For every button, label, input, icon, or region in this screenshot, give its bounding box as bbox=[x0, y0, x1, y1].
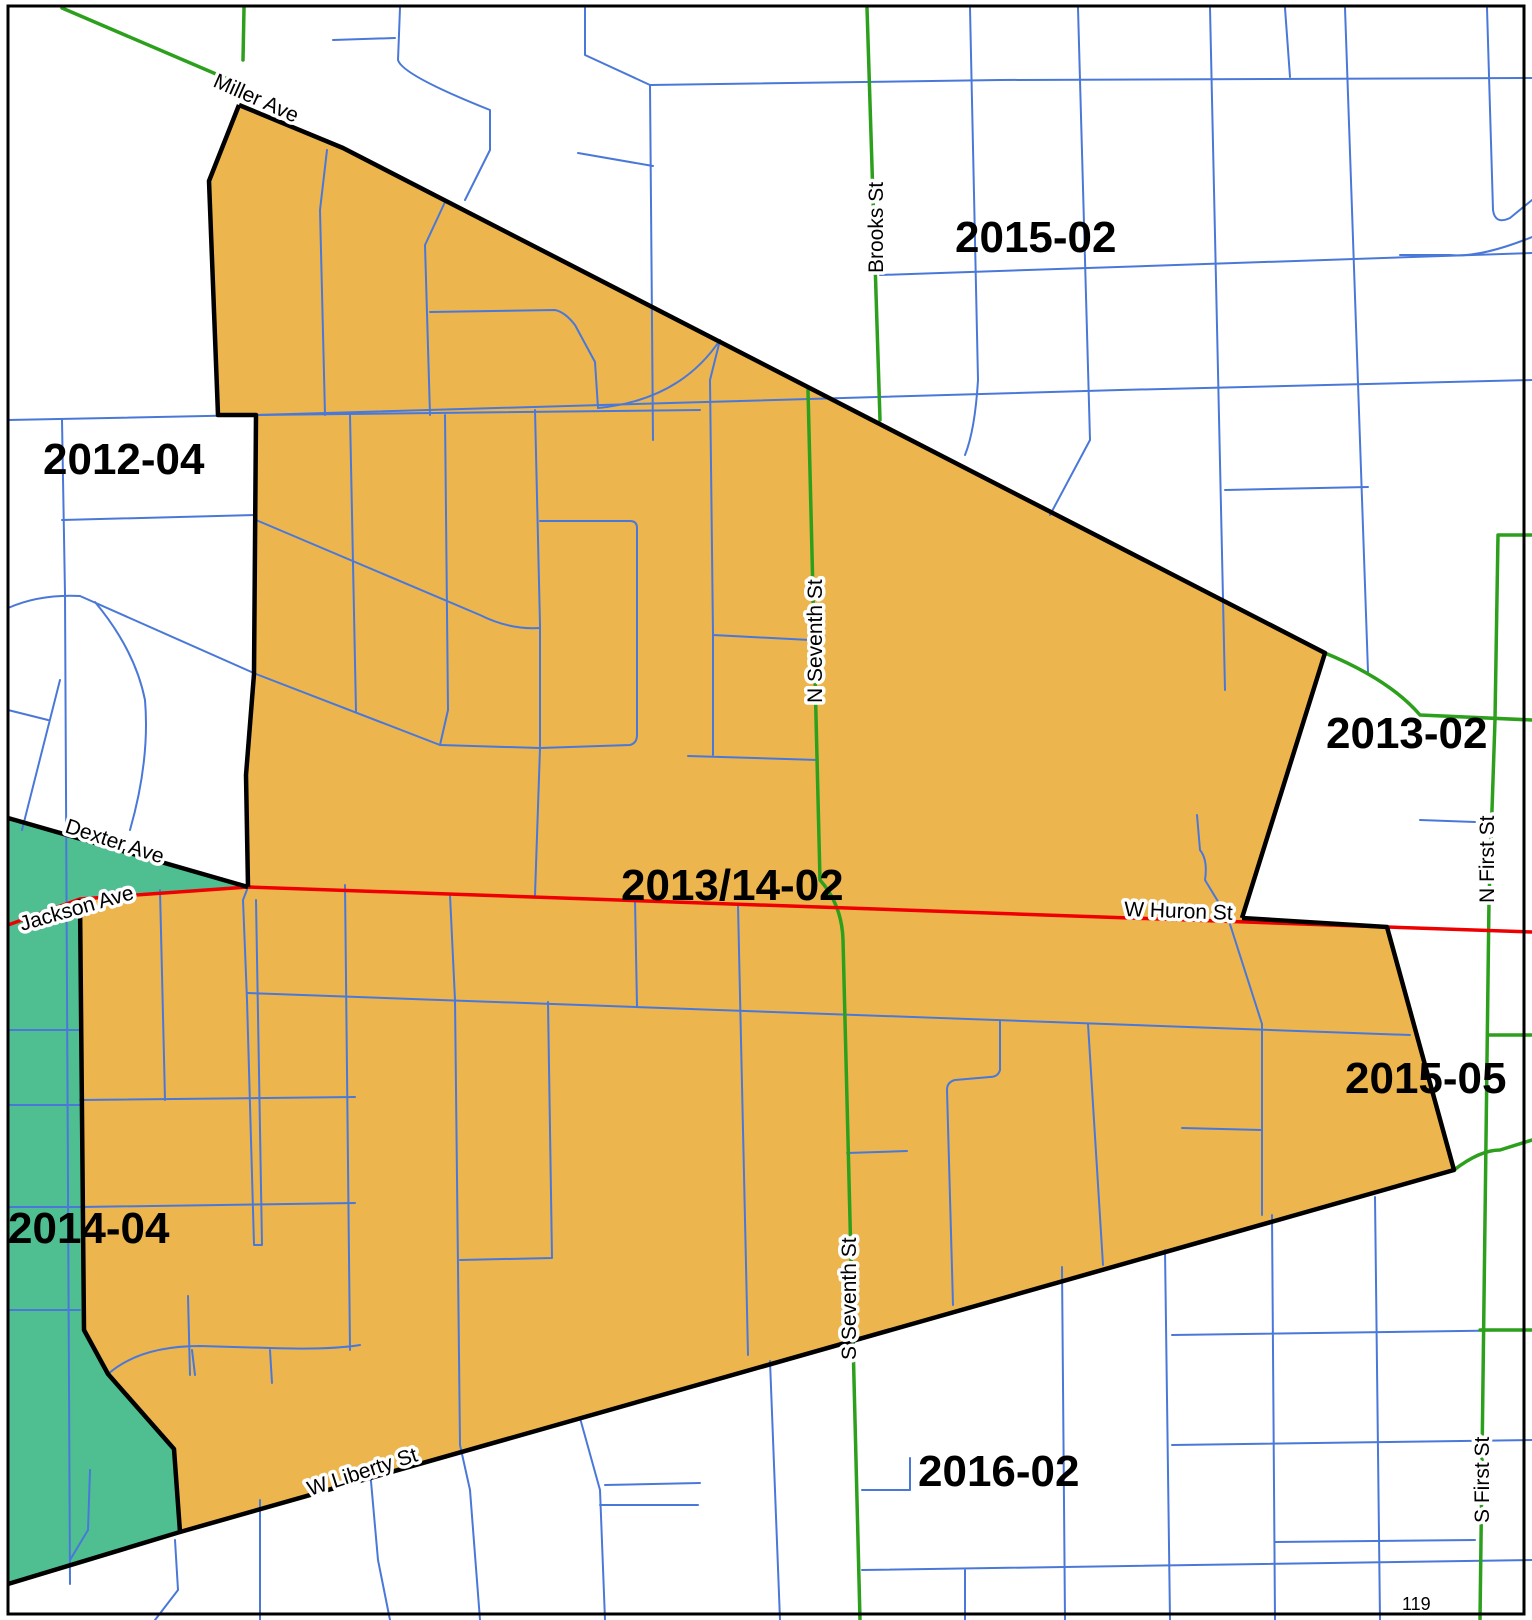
street-label-s-seventh-st: S Seventh St bbox=[838, 1237, 861, 1360]
district-label-2012-04: 2012-04 bbox=[43, 435, 205, 484]
district-label-2015-02: 2015-02 bbox=[955, 213, 1116, 262]
district-label-2015-05: 2015-05 bbox=[1345, 1054, 1506, 1103]
map-border bbox=[6, 4, 1526, 1616]
district-2013-14-02-area bbox=[80, 105, 1454, 1532]
street-label-n-first-st: N First St bbox=[1476, 815, 1499, 903]
street-label-n-seventh-st: N Seventh St bbox=[804, 579, 827, 703]
district-label-2013-14-02: 2013/14-02 bbox=[621, 861, 844, 910]
page-number: 119 bbox=[1402, 1594, 1431, 1614]
street-label-s-first-st: S First St bbox=[1471, 1436, 1494, 1523]
district-label-2016-02: 2016-02 bbox=[918, 1447, 1079, 1496]
district-boundaries bbox=[7, 102, 1457, 1587]
street-label-brooks-st: Brooks St bbox=[865, 182, 888, 273]
district-label-2014-04: 2014-04 bbox=[8, 1204, 170, 1253]
district-label-2013-02: 2013-02 bbox=[1326, 709, 1487, 758]
street-label-w-huron-st: W Huron St bbox=[1124, 898, 1233, 925]
local-streets bbox=[7, 7, 1532, 1620]
